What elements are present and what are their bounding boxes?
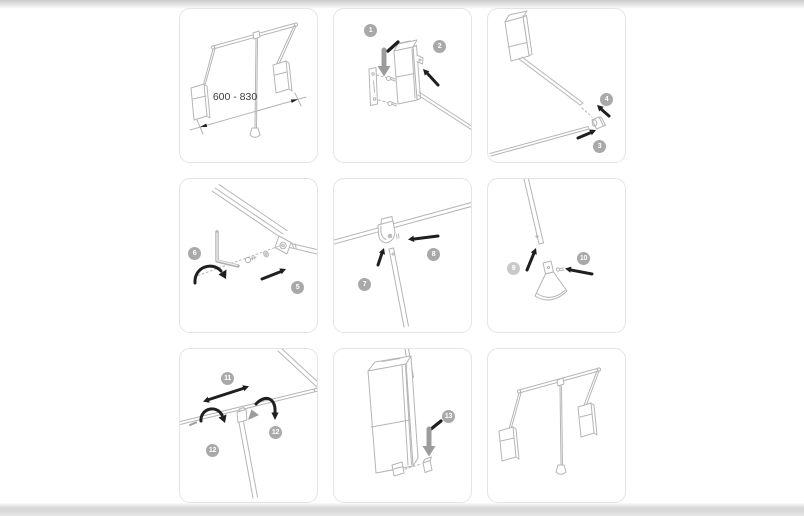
mount-side-unit-drawing (368, 39, 471, 130)
step-badge: 10 (577, 252, 590, 265)
step-badge: 12 (206, 444, 219, 457)
center-clamp-drawing (334, 202, 471, 328)
step-badge: 11 (221, 372, 234, 385)
step-badge: 3 (593, 140, 606, 153)
panel-attach-rod-connector: 4 3 (487, 8, 626, 163)
step-badge: 7 (358, 278, 371, 291)
adjustment-arrows-drawing (180, 349, 317, 499)
step-badge: 5 (291, 281, 304, 294)
window-bottom-bar (0, 503, 804, 516)
panel-fix-pivot-screw: 6 5 (179, 178, 318, 333)
rod-connector-drawing (489, 10, 611, 157)
panel-mount-side-unit: 1 2 (333, 8, 472, 163)
panel-adjust-center-support: 11 12 12 (179, 348, 318, 503)
panel-pull-handle-cone: 9 10 (487, 178, 626, 333)
step-badge: 9 (507, 262, 520, 275)
panel-final-assembly (487, 348, 626, 503)
step-badge: 13 (442, 410, 455, 423)
step-badge: 1 (364, 24, 377, 37)
allen-key-screw-drawing (193, 184, 317, 285)
instruction-panel-grid: 600 - 830 1 2 (179, 8, 626, 503)
window-top-bar (0, 0, 804, 9)
panel-overview-dimensions: 600 - 830 (179, 8, 318, 163)
wardrobe-lift-overview-drawing (189, 22, 307, 138)
dimension-label: 600 - 830 (212, 91, 258, 103)
step-badge: 12 (269, 426, 282, 439)
panel-center-support-clamp: 7 8 (333, 178, 472, 333)
step-badge: 8 (427, 248, 440, 261)
cover-cap-drawing (367, 349, 443, 477)
final-assembly-drawing (498, 367, 602, 475)
panel-cover-cap: 13 (333, 348, 472, 503)
step-badge: 4 (600, 93, 613, 106)
step-badge: 6 (188, 247, 201, 260)
handle-cone-drawing (523, 179, 594, 301)
step-badge: 2 (433, 40, 446, 53)
